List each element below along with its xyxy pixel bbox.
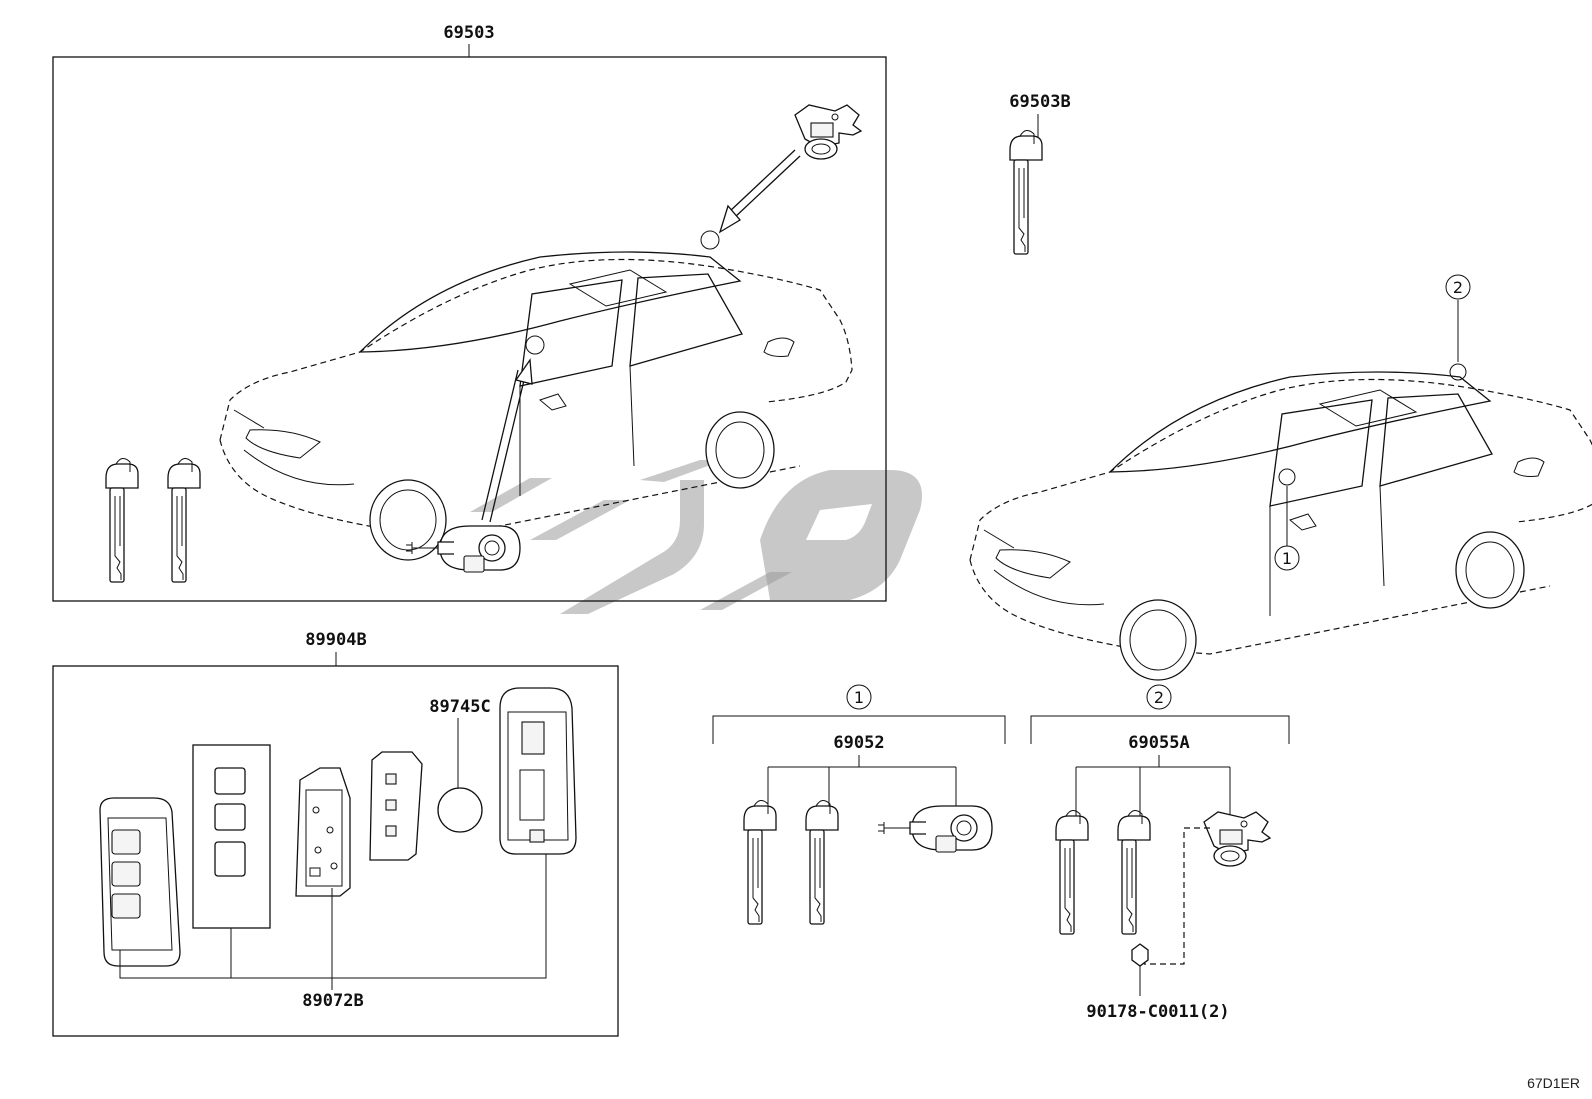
trunk-position-marker [1449,363,1467,381]
cylinder-set-2-key-1 [1055,809,1089,935]
key-blade-2 [167,457,201,583]
cylinder-set-2-trunk-lock [1203,811,1271,867]
transmitter-group: 89904B 89745C [52,630,619,1037]
inner-plate [369,751,423,861]
button-unlock [214,803,246,831]
blank-key-group: 69503B [1009,92,1071,255]
callout-circle-1 [846,684,872,710]
trunk-lock-marker [700,230,720,250]
callout-number-1-top: 1 [1282,549,1292,568]
label-69055A: 69055A [1128,733,1189,753]
callout-number-1: 1 [854,688,864,707]
cylinder-set-1-key-2 [805,799,839,925]
button-lock [214,767,246,795]
label-69503B: 69503B [1009,92,1070,112]
callout-circle-1-top [1274,545,1300,571]
door-arrow [481,358,533,523]
label-90178-C0011: 90178-C0011(2) [1086,1002,1229,1022]
label-89904B: 89904B [305,630,366,650]
car-illustration-left [219,251,853,561]
screw-part [1131,943,1149,967]
label-89745C: 89745C [429,697,490,717]
callout-number-2: 2 [1154,688,1164,707]
cylinder-set-1-key-1 [743,799,777,925]
trunk-lock-assembly [794,104,862,160]
watermark-logo [470,460,922,614]
cylinder-set-1-lock [877,805,993,853]
label-69052: 69052 [833,733,884,753]
key-blade-1 [105,457,139,583]
car-callout-group: 2 1 [969,274,1592,681]
transmitter-housing [499,687,577,855]
label-69503: 69503 [443,23,494,43]
reference-code: 67D1ER [1527,1075,1580,1091]
door-lock-marker [525,335,545,355]
circuit-board [295,767,351,897]
callout-circle-2 [1146,684,1172,710]
label-89072B: 89072B [302,991,363,1011]
trunk-arrow [718,149,801,234]
blank-key-blade [1009,129,1043,255]
cylinder-set-2-group: 2 69055A 90178-C0011(2) [1030,684,1290,1022]
cylinder-set-2-key-2 [1117,809,1151,935]
cylinder-set-1-group: 1 69052 [712,684,1006,925]
battery-cell [437,787,483,833]
callout-circle-2-top [1445,274,1471,300]
door-position-marker [1278,468,1296,486]
key-set-group: 69503 [52,23,887,602]
button-trunk [214,841,246,877]
car-illustration-right [969,371,1592,681]
callout-number-2-top: 2 [1453,278,1463,297]
smart-key-shell [99,797,181,967]
